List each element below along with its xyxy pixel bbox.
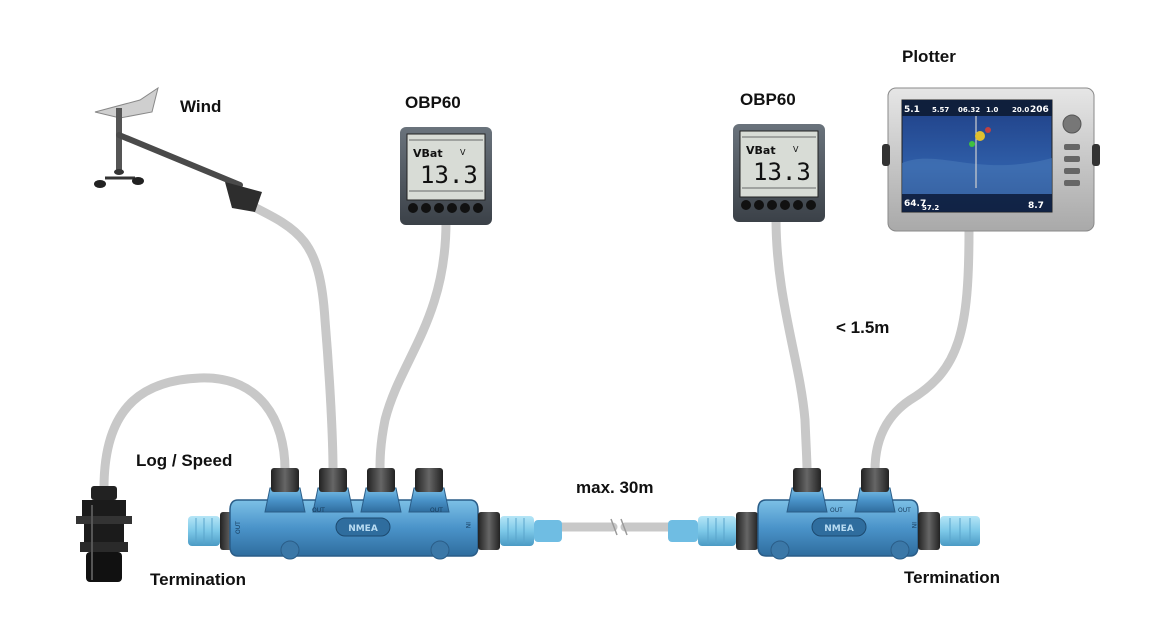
connector-brand-left: NMEA — [348, 524, 378, 534]
label-obp60-right: OBP60 — [740, 90, 796, 109]
port-label-out: OUT — [898, 507, 911, 514]
wind-sensor-icon — [94, 86, 262, 212]
plotter-readout-7: 57.2 — [922, 204, 939, 212]
plotter-readout-4: 20.0 — [1012, 106, 1029, 114]
label-termination-left: Termination — [150, 570, 247, 589]
plotter-readout-5: 206 — [1030, 105, 1049, 115]
label-log-speed: Log / Speed — [136, 451, 233, 470]
cable-plotter — [870, 225, 974, 475]
cable-wind — [245, 200, 338, 475]
port-label-out: OUT — [235, 521, 242, 534]
label-termination-right: Termination — [904, 568, 1001, 587]
plotter-readout-3: 1.0 — [986, 106, 999, 114]
cable-obp60-left — [375, 217, 451, 475]
port-label-out: OUT — [430, 507, 443, 514]
cable-obp60-right — [771, 213, 812, 475]
display-title: VBat — [413, 147, 443, 160]
label-obp60-left: OBP60 — [405, 93, 461, 112]
t-connector-right: NMEA OUT OUT IN — [668, 468, 980, 560]
plotter-readout-8: 8.7 — [1028, 201, 1044, 211]
cable-break — [610, 518, 628, 536]
port-label-out: OUT — [312, 507, 325, 514]
label-max-length: max. 30m — [576, 478, 654, 497]
port-label-out: OUT — [830, 507, 843, 514]
port-label-in: IN — [910, 522, 917, 528]
plotter-readout-2: 06.32 — [958, 106, 980, 114]
port-label-in: IN — [464, 522, 471, 528]
display-value: 13.3 — [753, 158, 811, 186]
t-connector-left: NMEA OUT OUT OUT IN — [188, 468, 562, 560]
cable-log-speed — [99, 373, 290, 493]
display-title: VBat — [746, 144, 776, 157]
plotter-readout-0: 5.1 — [904, 105, 920, 115]
connector-brand-right: NMEA — [824, 524, 854, 534]
label-drop-length: < 1.5m — [836, 318, 890, 337]
cables — [99, 200, 974, 532]
obp60-display-right: VBat V 13.3 — [733, 124, 825, 222]
display-unit: V — [793, 145, 799, 154]
transducer-icon — [76, 486, 132, 582]
plotter-readout-6: 64.7 — [904, 199, 926, 209]
display-unit: V — [460, 148, 466, 157]
label-plotter: Plotter — [902, 47, 956, 66]
display-value: 13.3 — [420, 161, 478, 189]
label-wind: Wind — [180, 97, 222, 116]
obp60-display-left: VBat V 13.3 — [400, 127, 492, 225]
plotter-readout-1: 5.57 — [932, 106, 949, 114]
